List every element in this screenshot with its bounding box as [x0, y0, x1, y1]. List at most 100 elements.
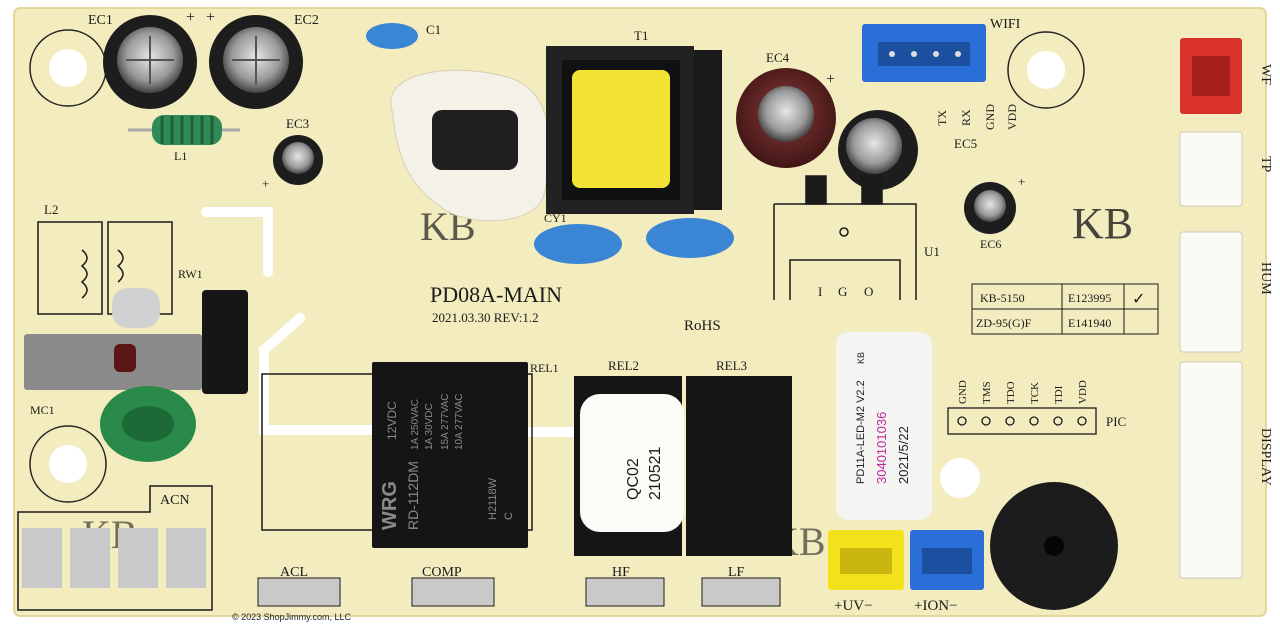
label-plus: +	[1018, 174, 1025, 189]
capacitor-c1	[366, 23, 418, 49]
relay-brand: WRG	[379, 481, 401, 530]
hum-connector	[1179, 231, 1243, 353]
label-plus: +	[826, 71, 835, 88]
label-wifi-pin: VDD	[1005, 104, 1019, 130]
label-l2: L2	[44, 202, 58, 217]
label-rel1: REL1	[530, 361, 559, 375]
label-reg-pin: O	[864, 284, 873, 299]
label-l1: L1	[174, 149, 187, 163]
label-wifi-pin: GND	[983, 104, 997, 130]
id-sticker-line1: PD11A-LED-M2 V2.2	[855, 380, 867, 484]
relay-spec: 1A 250VAC	[410, 399, 421, 450]
capacitor-cy1	[534, 218, 734, 264]
buzzer	[990, 482, 1118, 610]
label-acl: ACL	[280, 565, 308, 580]
copyright-text: © 2023 ShopJimmy.com, LLC	[232, 612, 352, 622]
ion-connector	[910, 530, 984, 590]
label-u1: U1	[924, 244, 940, 259]
label-pic-pin: TDI	[1053, 385, 1065, 404]
label-wifi: WIFI	[990, 17, 1021, 32]
thermistor-white	[390, 69, 550, 222]
acn-outline	[17, 485, 213, 611]
label-pic-pin: TDO	[1005, 381, 1017, 404]
watermark-kb: KB	[1072, 199, 1133, 248]
relay-model: RD-112DM	[405, 461, 421, 530]
resistor-rw1	[202, 290, 248, 394]
relay-spec: 1A 30VDC	[424, 403, 435, 450]
label-ec3: EC3	[286, 116, 309, 131]
label-ec2: EC2	[294, 13, 319, 28]
label-pic: PIC	[1106, 414, 1126, 429]
id-sticker-line3: 2021/5/22	[896, 426, 911, 484]
label-display: DISPLAY	[1258, 428, 1273, 486]
spade-terminal-lf	[701, 577, 781, 607]
label-hum: HUM	[1258, 262, 1273, 295]
label-rel2: REL2	[608, 358, 639, 373]
relay-spec: 10A 277VAC	[454, 393, 465, 450]
spade-terminal-comp	[411, 577, 495, 607]
display-connector	[1179, 361, 1243, 579]
cert-cell: KB-5150	[980, 291, 1025, 305]
label-t1: T1	[634, 28, 648, 43]
mounting-hole	[940, 458, 980, 498]
relay-rel3	[686, 376, 792, 556]
uv-connector	[828, 530, 904, 590]
board-model: PD08A-MAIN	[430, 282, 562, 307]
fuse-grey	[24, 334, 202, 390]
label-reg-pin: G	[838, 284, 847, 299]
regulator-u1-outline	[773, 175, 917, 300]
label-pic-pin: TCK	[1029, 382, 1041, 404]
relay-rel1	[372, 362, 528, 548]
label-ec6: EC6	[980, 237, 1001, 251]
capacitor-ec1	[103, 15, 197, 109]
label-ec4: EC4	[766, 50, 790, 65]
cert-cell: ZD-95(G)F	[976, 316, 1032, 330]
capacitor-ec2	[209, 15, 303, 109]
label-wifi-pin: RX	[959, 109, 973, 126]
cert-cell: ✓	[1132, 291, 1145, 308]
capacitor-ec3	[273, 135, 323, 185]
relay-code: H2118W	[487, 477, 499, 520]
cert-cell: E141940	[1068, 316, 1111, 330]
qc-sticker	[580, 394, 684, 532]
label-ec1: EC1	[88, 13, 113, 28]
label-pic-pin: VDD	[1077, 380, 1089, 404]
transformer-t1	[546, 46, 722, 214]
cert-cell: E123995	[1068, 291, 1111, 305]
mounting-hole	[29, 425, 107, 503]
capacitor-ec6	[964, 182, 1016, 234]
label-acn: ACN	[160, 493, 190, 508]
qc-sticker-line1: QC02	[625, 458, 642, 500]
label-c1: C1	[426, 22, 441, 37]
id-sticker-stamp: KB	[856, 352, 866, 364]
id-sticker-line2: 3040101036	[874, 412, 889, 484]
label-ec5: EC5	[954, 136, 977, 151]
capacitor-ec4	[736, 68, 836, 168]
spade-terminal-acl	[257, 577, 341, 607]
label-uv: +UV−	[834, 598, 873, 614]
board-date-rev: 2021.03.30 REV:1.2	[432, 310, 539, 325]
label-mc1: MC1	[30, 403, 55, 417]
label-pic-pin: TMS	[981, 381, 993, 404]
rohs-label: RoHS	[684, 318, 721, 334]
wf-connector	[1180, 38, 1242, 114]
qc-sticker-line2: 210521	[647, 447, 664, 500]
label-tp: TP	[1258, 156, 1273, 173]
diode-small	[112, 288, 160, 328]
mounting-hole	[1007, 31, 1085, 109]
choke-green	[100, 386, 196, 462]
label-comp: COMP	[422, 565, 462, 580]
label-lf: LF	[728, 565, 745, 580]
label-plus: +	[206, 9, 215, 26]
label-reg-pin: I	[818, 284, 822, 299]
spade-terminal-hf	[585, 577, 665, 607]
pic-header	[947, 407, 1097, 435]
label-cy1: CY1	[544, 211, 567, 225]
cert-table	[971, 283, 1159, 335]
relay-mark: C	[503, 512, 515, 520]
relay-spec: 15A 277VAC	[440, 393, 451, 450]
spade-terminal	[22, 528, 206, 588]
label-hf: HF	[612, 565, 630, 580]
capacitor-ec5	[838, 110, 918, 190]
